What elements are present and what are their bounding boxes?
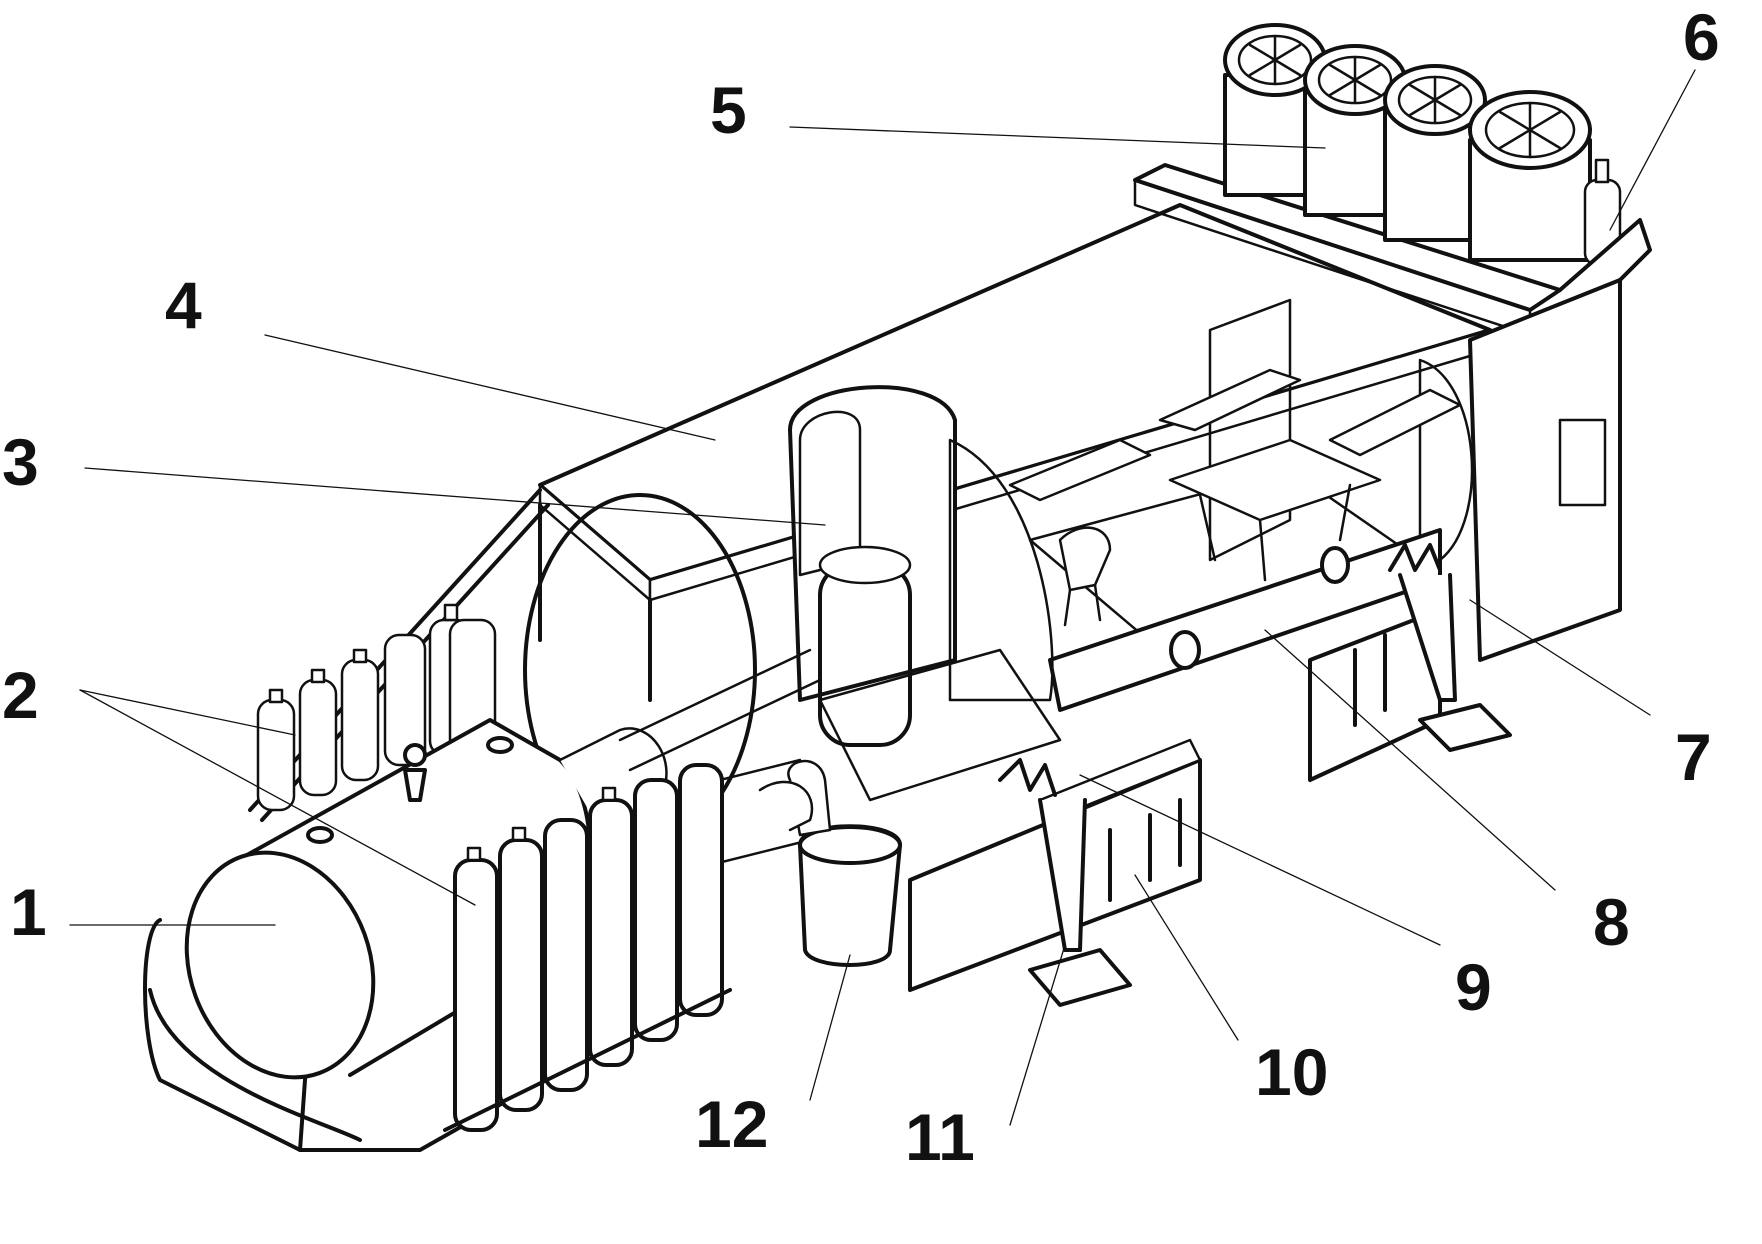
leader-2a bbox=[79, 689, 296, 736]
leader-9 bbox=[1079, 774, 1441, 946]
leader-11 bbox=[1009, 944, 1066, 1126]
leader-5 bbox=[789, 126, 1326, 149]
callout-3: 3 bbox=[2, 425, 39, 499]
rear-bulkhead bbox=[1468, 278, 1622, 662]
callout-6: 6 bbox=[1683, 0, 1720, 74]
access-trunk bbox=[788, 385, 1062, 802]
callout-8: 8 bbox=[1593, 885, 1630, 959]
scrubber-cylinder-4 bbox=[1468, 90, 1592, 262]
callout-1: 1 bbox=[10, 875, 47, 949]
living-chamber bbox=[1008, 298, 1474, 712]
callout-10: 10 bbox=[1255, 1035, 1328, 1109]
callout-7: 7 bbox=[1675, 720, 1712, 794]
callout-12: 12 bbox=[695, 1087, 768, 1161]
leader-2b bbox=[79, 689, 476, 906]
cylinder-bank-lower bbox=[443, 763, 732, 1132]
leader-3 bbox=[84, 467, 826, 526]
support-leg-rear bbox=[1388, 543, 1512, 752]
leader-7 bbox=[1469, 599, 1651, 716]
roof-deck bbox=[538, 203, 1492, 702]
leader-10 bbox=[1134, 874, 1239, 1041]
leader-8 bbox=[1264, 629, 1556, 891]
scrubber-cylinders bbox=[1133, 23, 1592, 337]
callout-4: 4 bbox=[165, 268, 202, 342]
callout-9: 9 bbox=[1455, 950, 1492, 1024]
callout-5: 5 bbox=[710, 73, 747, 147]
callout-labels: 1 2 3 4 5 6 7 8 9 10 11 12 bbox=[2, 0, 1720, 1174]
leader-4 bbox=[264, 334, 716, 441]
leader-12 bbox=[809, 954, 851, 1101]
cylinder-bank-upper bbox=[256, 603, 497, 812]
leader-lines bbox=[69, 69, 1696, 1126]
callout-2: 2 bbox=[2, 658, 39, 732]
callout-11: 11 bbox=[905, 1100, 975, 1174]
leader-6 bbox=[1609, 69, 1696, 231]
